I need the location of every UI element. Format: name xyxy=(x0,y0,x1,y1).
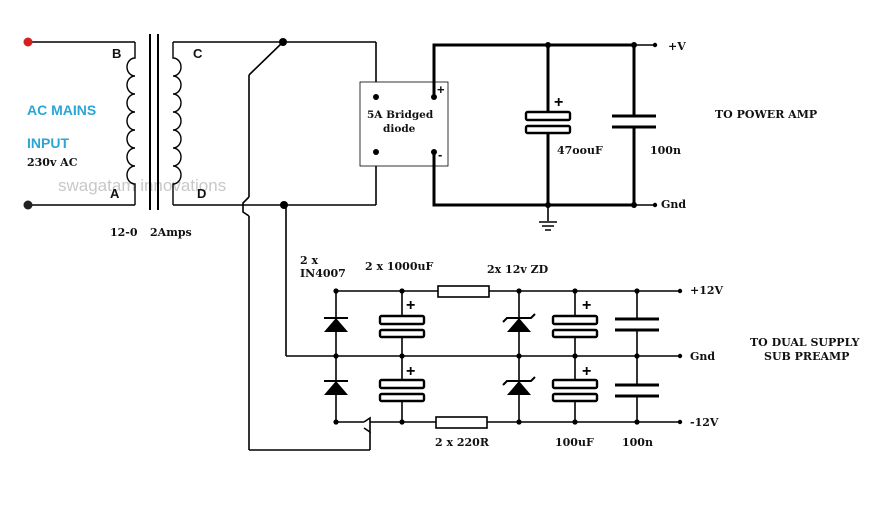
terminal-d: D xyxy=(197,186,206,201)
input-voltage: 230v AC xyxy=(27,156,78,169)
resistor-bottom xyxy=(435,416,488,429)
cap1000-top-plus: + xyxy=(406,297,415,314)
dual-supply-rails xyxy=(333,288,683,434)
terminal-a: A xyxy=(110,186,120,201)
interconnect-wiring xyxy=(242,38,377,451)
caps-1000-label: 2 x 1000uF xyxy=(365,260,433,273)
bridge-label-1: 5A Bridged xyxy=(367,109,434,121)
input-title-1: AC MAINS xyxy=(27,102,96,118)
transformer-rating-1: 12-0 xyxy=(110,226,138,239)
main-film-cap-value: 100n xyxy=(650,144,681,157)
minus-12v-label: -12V xyxy=(690,416,719,429)
secondary-coil xyxy=(172,42,182,205)
gnd-mid-label: Gnd xyxy=(690,350,715,363)
cap1000-bottom-plus: + xyxy=(406,363,415,380)
resistor-label: 2 x 220R xyxy=(435,436,490,449)
rectifier-diodes xyxy=(324,291,348,422)
gnd-top-label: Gnd xyxy=(661,198,686,211)
watermark: swagatam innovations xyxy=(58,176,226,195)
transformer-rating-2: 2Amps xyxy=(150,226,192,239)
cap100uf-top-plus: + xyxy=(582,297,591,314)
caps-100uf-label: 100uF xyxy=(555,436,594,449)
terminal-b: B xyxy=(112,46,121,61)
primary-coil xyxy=(126,42,136,205)
zener-diodes xyxy=(502,291,536,422)
bridge-minus: - xyxy=(438,147,442,162)
main-cap-plus: + xyxy=(554,94,563,111)
input-title-2: INPUT xyxy=(27,135,69,151)
dual-supply-label-1: TO DUAL SUPPLY xyxy=(750,336,860,349)
input-terminal-top xyxy=(23,37,33,47)
transformer xyxy=(23,34,283,210)
caps-100n-label: 100n xyxy=(622,436,653,449)
dual-supply-label-2: SUB PREAMP xyxy=(764,350,849,363)
main-film-capacitor xyxy=(612,45,656,205)
ground-symbol xyxy=(539,205,557,231)
power-amp-label: TO POWER AMP xyxy=(715,108,817,121)
input-terminal-bottom xyxy=(23,200,33,210)
plus-12v-label: +12V xyxy=(690,284,724,297)
zener-label: 2x 12v ZD xyxy=(487,263,549,276)
main-electrolytic-capacitor xyxy=(524,45,572,205)
film-capacitors-100n xyxy=(615,291,659,422)
diode-label-1: 2 x xyxy=(300,254,318,267)
diode-label-2: IN4007 xyxy=(300,267,346,280)
power-amp-rails xyxy=(432,42,658,208)
cap100uf-bottom-plus: + xyxy=(582,363,591,380)
terminal-c: C xyxy=(193,46,203,61)
bridge-plus: + xyxy=(437,82,445,97)
plus-v-label: +V xyxy=(668,40,686,53)
bridge-label-2: diode xyxy=(383,123,416,135)
resistor-top xyxy=(437,285,490,298)
filter-capacitors-100uf xyxy=(551,291,599,422)
filter-capacitors-1000uf xyxy=(378,291,426,422)
main-cap-value: 47oouF xyxy=(557,144,603,157)
